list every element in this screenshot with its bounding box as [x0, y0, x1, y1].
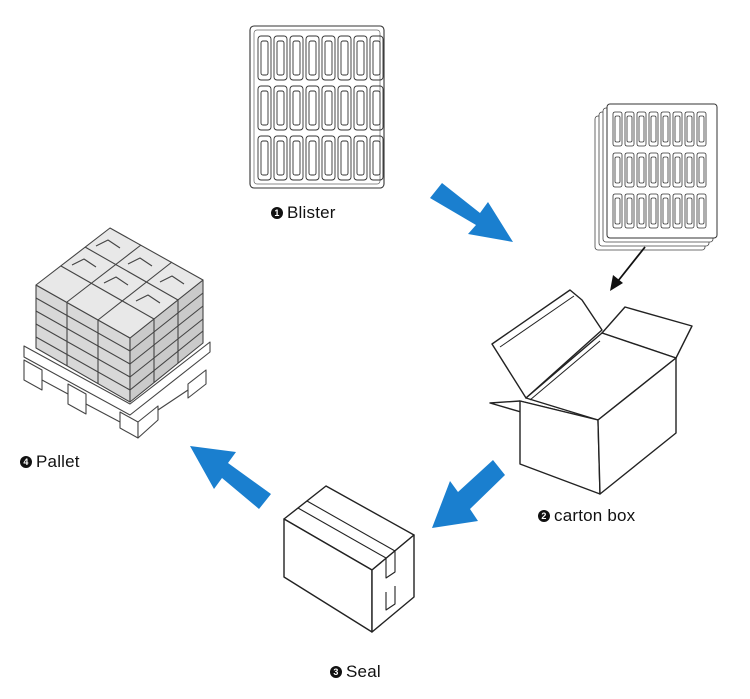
step-number-badge: 3	[330, 666, 342, 678]
step-number-badge: 1	[271, 207, 283, 219]
sealed-box-illustration	[283, 485, 415, 633]
step-label-text: Blister	[287, 203, 336, 222]
step-label-text: Seal	[346, 662, 381, 681]
blister-tray-illustration	[249, 25, 385, 189]
step-label-text: carton box	[554, 506, 636, 525]
pallet-illustration	[23, 227, 211, 439]
step-number-badge: 2	[538, 510, 550, 522]
step-label-seal: 3 Seal	[330, 662, 381, 682]
insert-arrow	[610, 246, 646, 291]
arrow-seal-to-pallet	[190, 446, 271, 509]
arrow-carton-to-seal	[432, 460, 505, 528]
step-label-pallet: 4 Pallet	[20, 452, 80, 472]
stacked-blister-trays-illustration	[594, 103, 718, 251]
open-carton-box-illustration	[489, 289, 693, 495]
arrow-blister-to-carton	[430, 183, 513, 242]
step-number-badge: 4	[20, 456, 32, 468]
process-arrows	[190, 183, 513, 528]
step-label-blister: 1 Blister	[271, 203, 336, 223]
step-label-carton-box: 2 carton box	[538, 506, 635, 526]
step-label-text: Pallet	[36, 452, 80, 471]
